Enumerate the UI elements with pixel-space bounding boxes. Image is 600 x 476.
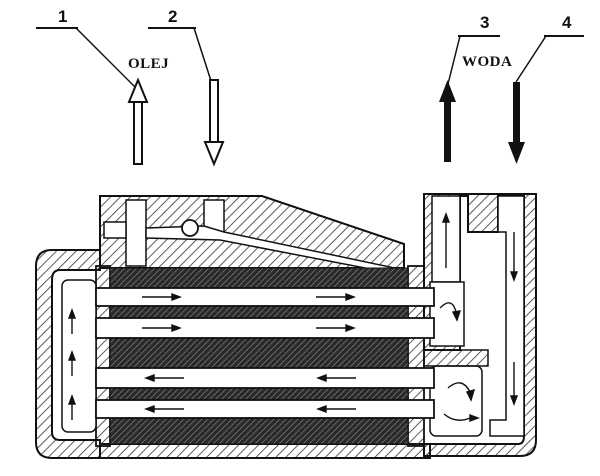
tube-4 bbox=[95, 399, 435, 419]
water-inlet-arrow bbox=[508, 82, 525, 164]
oil-label: OLEJ bbox=[128, 56, 169, 72]
water-header bbox=[423, 193, 537, 457]
oil-inlet-arrow bbox=[203, 79, 225, 167]
callout-2: 2 bbox=[148, 7, 213, 85]
callout-4-number: 4 bbox=[562, 13, 572, 32]
callout-3: 3 bbox=[447, 13, 500, 85]
callout-2-number: 2 bbox=[168, 7, 177, 26]
water-label: WODA bbox=[462, 54, 512, 70]
callout-3-number: 3 bbox=[480, 13, 489, 32]
oil-outlet-arrow bbox=[127, 77, 149, 165]
tube-1 bbox=[95, 287, 435, 307]
tube-3 bbox=[95, 367, 435, 389]
tube-2 bbox=[95, 317, 435, 339]
flow-arrows bbox=[67, 212, 519, 423]
callout-1-number: 1 bbox=[58, 7, 67, 26]
water-outlet-arrow bbox=[439, 80, 456, 162]
callout-1: 1 bbox=[36, 7, 141, 93]
oil-header bbox=[99, 195, 407, 275]
callout-4: 4 bbox=[515, 13, 584, 83]
tube-bundle bbox=[95, 267, 435, 445]
left-return-chamber bbox=[61, 279, 97, 433]
